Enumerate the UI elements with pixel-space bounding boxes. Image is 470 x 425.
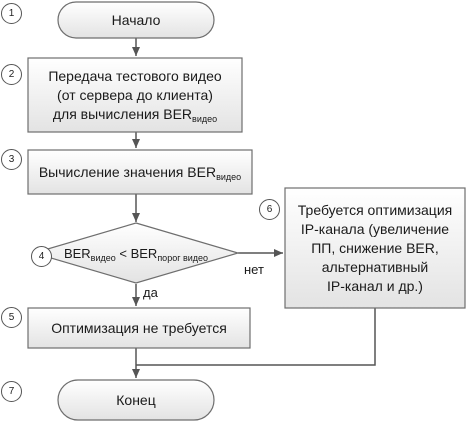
start-terminator — [57, 1, 215, 39]
start-label-text: Начало — [111, 11, 161, 28]
decision-right-sub: порог видео — [157, 252, 209, 263]
step-number-5: 5 — [1, 307, 22, 328]
yes-edge-label: да — [143, 285, 158, 300]
compute-label: Вычисление значения BERвидео — [28, 150, 252, 194]
decision-label: BERвидео < BERпорог видео — [34, 223, 238, 283]
transfer-line-3-main: для вычисления BER — [52, 105, 193, 122]
transfer-process-box — [27, 57, 243, 133]
decision-condition: BERвидео < BERпорог видео — [64, 244, 208, 263]
end-label-text: Конец — [116, 391, 156, 408]
transfer-label: Передача тестового видео (от сервера до … — [28, 58, 242, 132]
optimization-line-2: IP-канала (увеличение — [300, 220, 450, 237]
transfer-line-3: для вычисления BERвидео — [53, 105, 217, 124]
optimization-line-5: IP-канал и др.) — [327, 277, 423, 294]
step-number-3: 3 — [1, 149, 22, 170]
optimization-process-box — [284, 187, 466, 309]
no-edge-label: нет — [244, 262, 264, 277]
transfer-line-2: (от сервера до клиента) — [57, 86, 213, 103]
step-number-1: 1 — [1, 3, 22, 24]
no-optimization-text: Оптимизация не требуется — [51, 319, 227, 336]
decision-diamond — [31, 222, 241, 284]
decision-left-main: BER — [63, 245, 91, 261]
start-label: Начало — [58, 2, 214, 38]
optimization-label: Требуется оптимизация IP-канала (увеличе… — [285, 188, 465, 308]
decision-right-main: BER — [130, 245, 158, 261]
step-number-7: 7 — [1, 381, 22, 402]
step-number-2: 2 — [1, 64, 22, 85]
step-number-4: 4 — [31, 246, 52, 267]
optimization-line-4: альтернативный — [321, 258, 429, 275]
transfer-line-1: Передача тестового видео — [48, 67, 222, 84]
step-number-6: 6 — [259, 199, 280, 220]
end-terminator — [57, 379, 215, 421]
optimization-line-1: Требуется оптимизация — [297, 201, 453, 218]
end-label: Конец — [58, 380, 214, 420]
optimization-line-3: ПП, снижение BER, — [311, 239, 439, 256]
compute-sub: видео — [216, 171, 242, 182]
compute-line: Вычисление значения BERвидео — [39, 163, 241, 182]
decision-left-sub: видео — [90, 252, 116, 263]
no-optimization-process-box — [27, 307, 251, 349]
transfer-line-3-sub: видео — [192, 113, 218, 124]
arrow-optimization-to-end — [136, 308, 376, 366]
decision-operator: < — [115, 245, 131, 261]
compute-process-box — [27, 149, 253, 195]
compute-main: Вычисление значения BER — [38, 163, 217, 180]
no-optimization-label: Оптимизация не требуется — [28, 308, 250, 348]
